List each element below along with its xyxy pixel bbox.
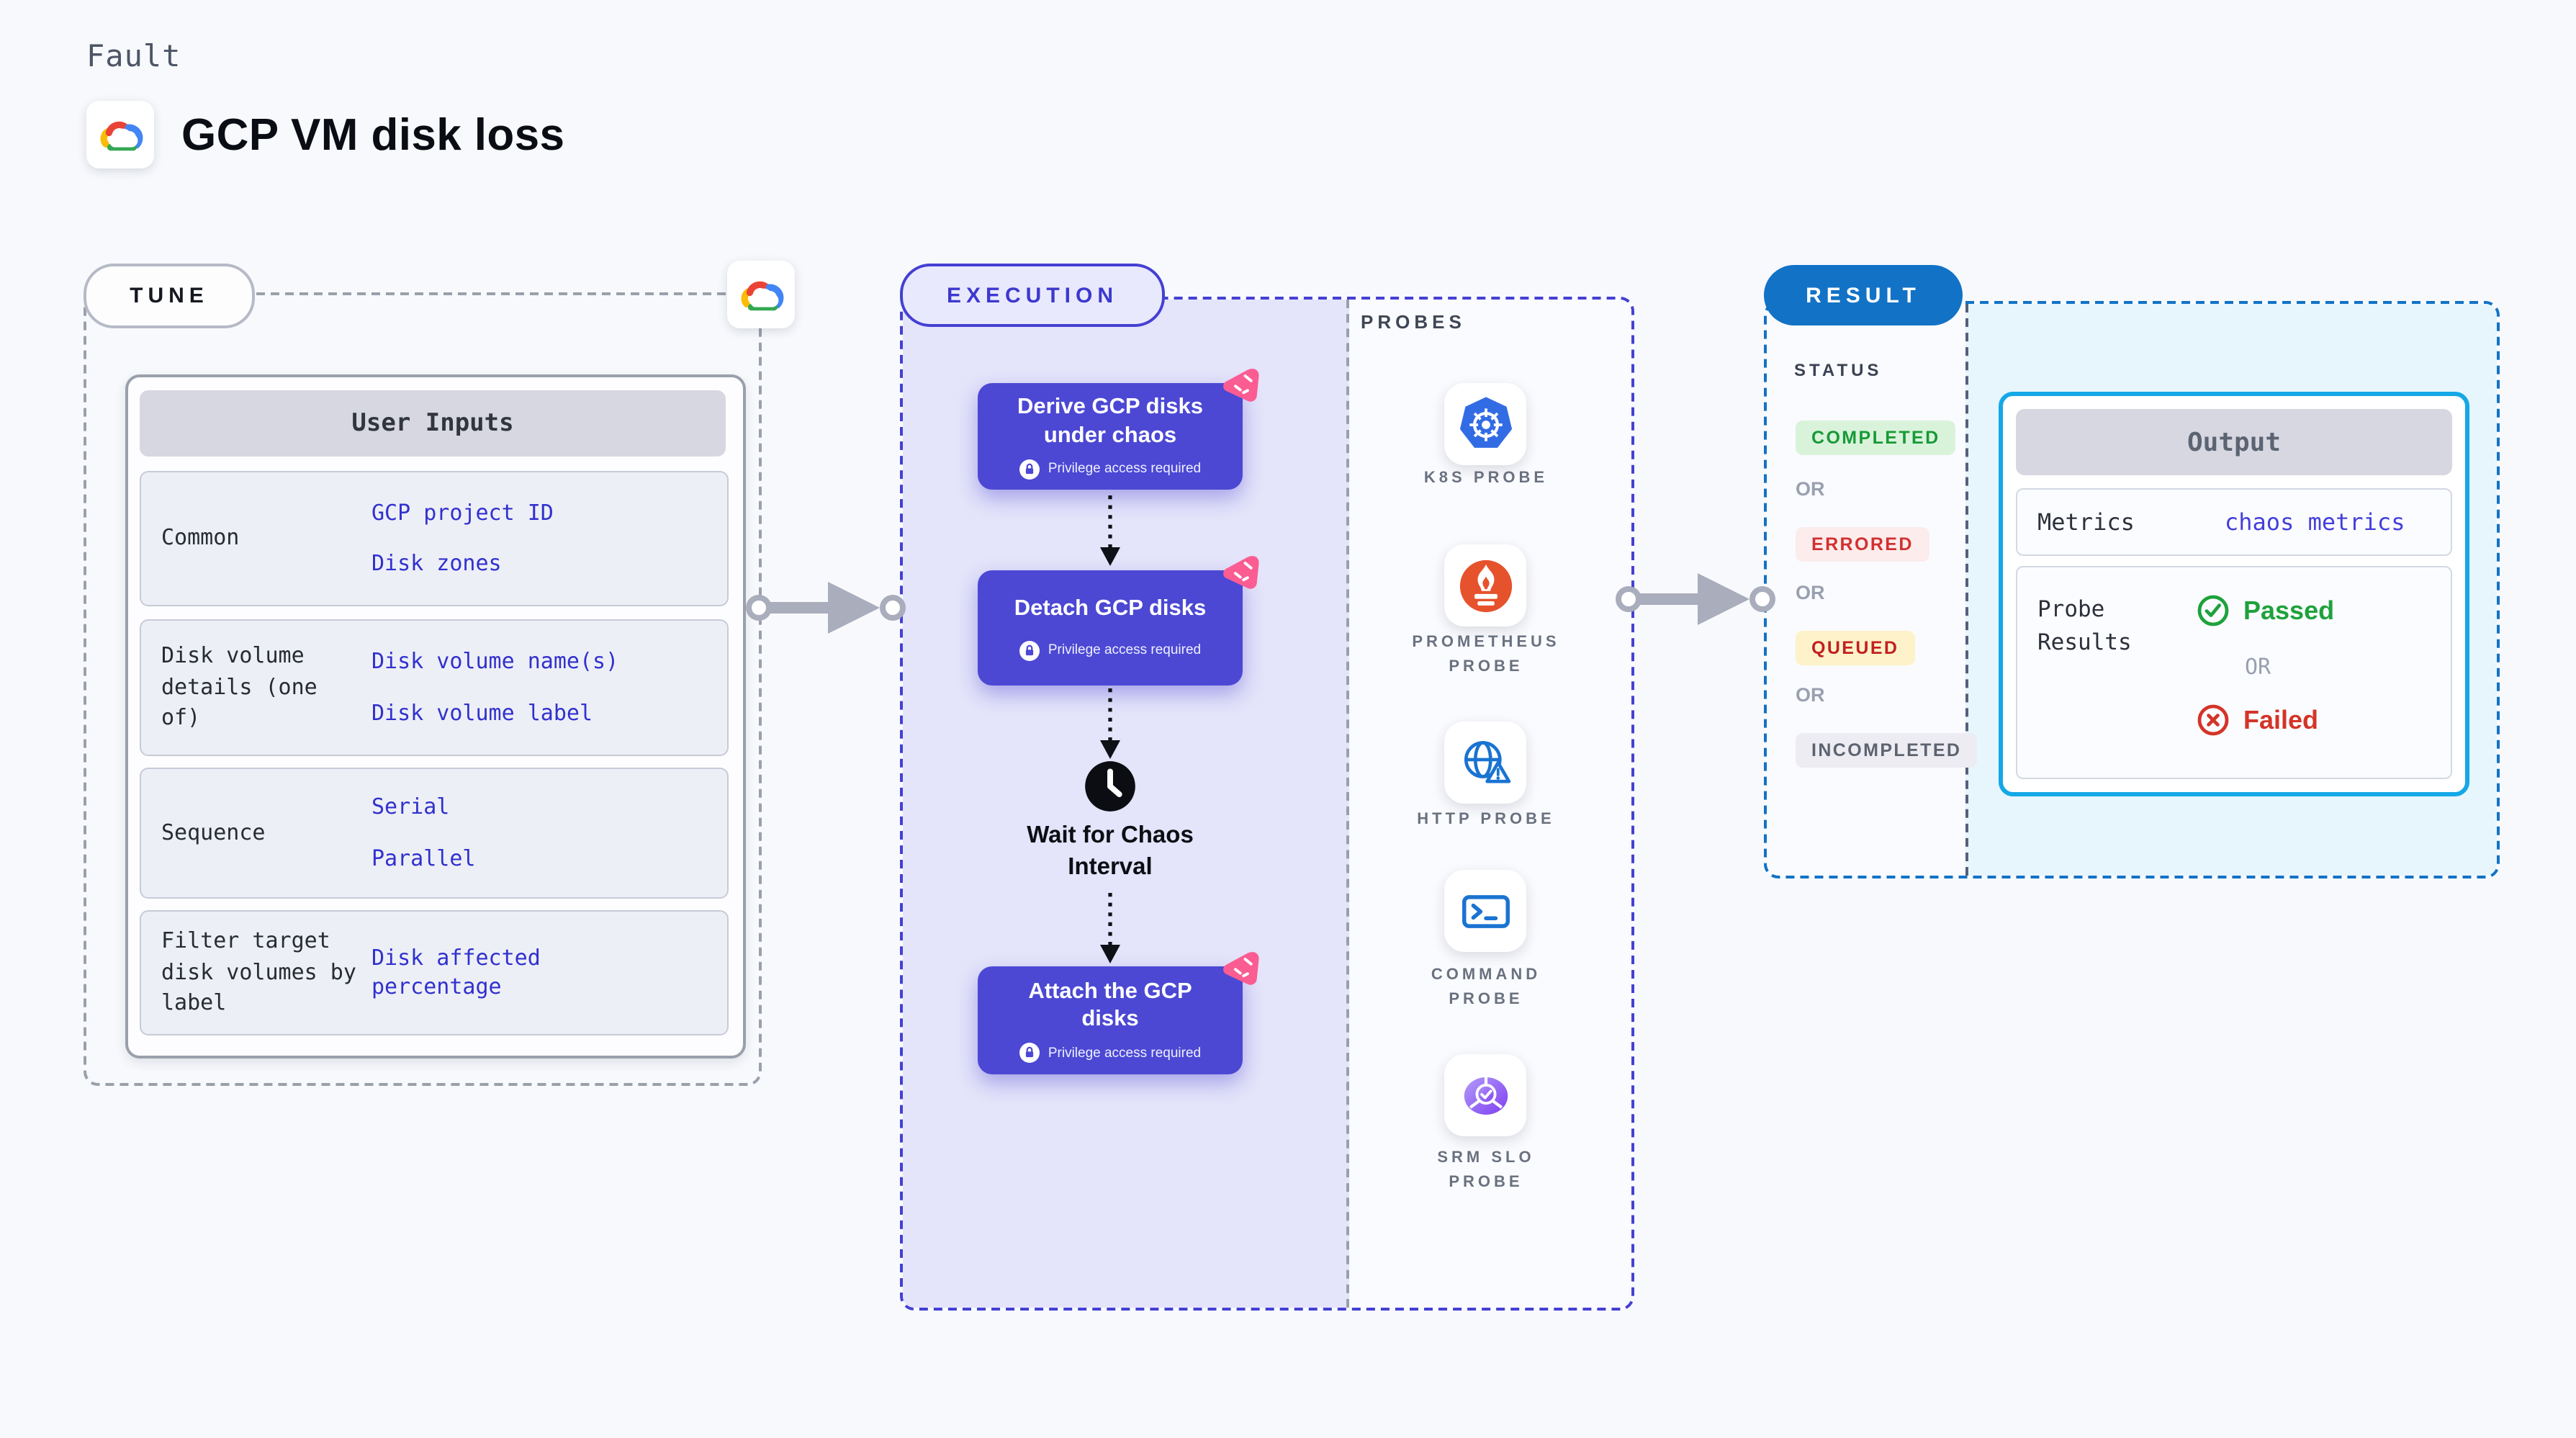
tune-region	[84, 292, 762, 1086]
check-circle-icon	[2197, 595, 2229, 626]
row-values: Disk affected percentage	[371, 945, 587, 1001]
user-inputs-header: User Inputs	[140, 390, 726, 457]
row-label: Disk volume details (one of)	[161, 642, 318, 731]
status-badge-completed: COMPLETED	[1796, 421, 1956, 455]
row-value: Parallel	[371, 845, 476, 871]
srm-slo-donut-icon	[1463, 1076, 1508, 1115]
x-circle-icon	[2197, 704, 2229, 736]
output-panel: Output Metrics chaos metrics Probe Resul…	[1999, 392, 2469, 796]
probe-results-label: Probe Results	[2037, 596, 2132, 656]
page-title: GCP VM disk loss	[181, 109, 565, 160]
probe-result-passed: Passed	[2196, 593, 2334, 628]
probe-label: HTTP PROBE	[1417, 811, 1555, 828]
metrics-label: Metrics	[2037, 508, 2135, 536]
result-pill: RESULT	[1764, 265, 1963, 325]
probe-tile-srm-slo	[1444, 1054, 1526, 1136]
wait-for-chaos-label: Wait for Chaos Interval	[1027, 822, 1194, 880]
probe-tile-http	[1444, 722, 1526, 804]
google-cloud-icon	[740, 280, 783, 310]
status-badge-errored: ERRORED	[1796, 527, 1929, 562]
prometheus-icon	[1459, 559, 1512, 612]
lock-icon	[1019, 459, 1040, 480]
probes-heading: PROBES	[1361, 311, 1466, 333]
arrow-down-dotted-icon	[1100, 893, 1120, 963]
litmus-chaos-badge-icon	[1223, 369, 1259, 402]
tune-google-cloud-tile	[727, 261, 795, 328]
row-value: Disk volume label	[371, 699, 593, 725]
google-cloud-logo	[86, 101, 154, 168]
arrow-right-icon	[746, 582, 906, 634]
metrics-row: Metrics chaos metrics	[2016, 488, 2452, 556]
privilege-note: Privilege access required	[1048, 461, 1202, 477]
clock-icon	[1085, 761, 1135, 812]
output-header: Output	[2016, 409, 2452, 475]
google-cloud-icon	[99, 120, 143, 150]
probe-label: PROMETHEUS PROBE	[1412, 634, 1560, 676]
probe-result-failed: Failed	[2196, 703, 2318, 737]
probe-tile-command	[1444, 870, 1526, 952]
litmus-chaos-badge-icon	[1223, 556, 1259, 589]
user-inputs-row-sequence: Sequence Serial Parallel	[140, 768, 729, 899]
privilege-note: Privilege access required	[1048, 642, 1202, 659]
step-detach-gcp-disks: Detach GCP disks Privilege access requir…	[978, 556, 1259, 686]
failed-label: Failed	[2243, 705, 2319, 734]
row-value: Disk volume name(s)	[371, 648, 619, 674]
user-inputs-row-filter: Filter target disk volumes by label Disk…	[140, 910, 729, 1035]
arrow-right-icon	[1616, 573, 1775, 625]
probe-tile-prometheus	[1444, 544, 1526, 626]
litmus-chaos-badge-icon	[1223, 952, 1259, 985]
row-label: Common	[161, 524, 240, 551]
http-globe-warning-icon	[1463, 740, 1510, 783]
arrow-down-dotted-icon	[1100, 495, 1120, 566]
row-values: Disk volume name(s) Disk volume label	[371, 648, 618, 727]
arrow-down-dotted-icon	[1100, 688, 1120, 759]
tune-pill: TUNE	[84, 264, 255, 328]
or-separator: OR	[1796, 582, 1825, 603]
row-value: GCP project ID	[371, 499, 554, 525]
status-badge-queued: QUEUED	[1796, 631, 1915, 665]
kubernetes-icon	[1459, 396, 1512, 447]
or-separator: OR	[1796, 478, 1825, 500]
or-separator: OR	[1796, 684, 1825, 706]
step-derive-gcp-disks: Derive GCP disks under chaos Privilege a…	[978, 369, 1259, 490]
probe-results-row: Probe Results Passed OR Failed	[2016, 566, 2452, 779]
row-value: Serial	[371, 794, 450, 819]
lock-icon	[1019, 1043, 1040, 1064]
row-values: Serial Parallel	[371, 794, 476, 873]
row-value: Disk zones	[371, 550, 502, 576]
command-terminal-icon	[1462, 894, 1509, 927]
probe-label: SRM SLO PROBE	[1437, 1149, 1535, 1192]
row-label: Filter target disk volumes by label	[161, 927, 356, 1016]
step-title: Attach the GCP disks	[1028, 979, 1192, 1031]
user-inputs-row-common: Common GCP project ID Disk zones	[140, 471, 729, 606]
step-title: Derive GCP disks under chaos	[1017, 395, 1203, 447]
row-label: Sequence	[161, 819, 266, 845]
status-badge-incompleted: INCOMPLETED	[1796, 733, 1978, 768]
lock-icon	[1019, 640, 1040, 661]
metrics-value: chaos metrics	[2225, 508, 2405, 536]
privilege-note: Privilege access required	[1048, 1045, 1202, 1061]
passed-label: Passed	[2243, 596, 2335, 624]
user-inputs-row-disk-volume: Disk volume details (one of) Disk volume…	[140, 619, 729, 756]
or-separator: OR	[2245, 654, 2271, 680]
fault-kicker: Fault	[86, 39, 181, 73]
probe-tile-k8s	[1444, 383, 1526, 465]
probe-label: K8S PROBE	[1423, 469, 1549, 487]
step-title: Detach GCP disks	[1014, 596, 1207, 621]
probe-label: COMMAND PROBE	[1431, 966, 1541, 1009]
row-value: Disk affected percentage	[371, 945, 541, 999]
status-heading: STATUS	[1794, 360, 1883, 380]
execution-pill: EXECUTION	[900, 264, 1165, 327]
step-attach-gcp-disks: Attach the GCP disks Privilege access re…	[978, 952, 1259, 1074]
row-values: GCP project ID Disk zones	[371, 499, 554, 578]
